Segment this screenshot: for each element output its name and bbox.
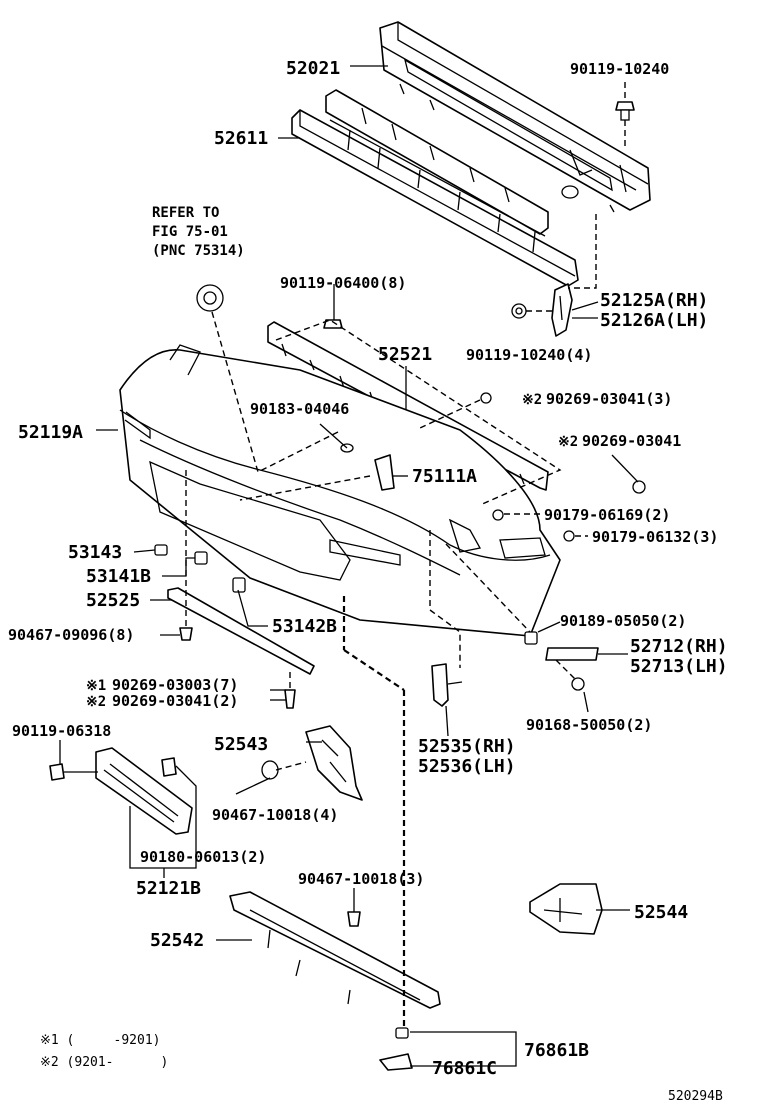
label-52126a: 52126A(LH) [600, 310, 708, 331]
bumper-reinforcement-52021-drawing [379, 21, 651, 213]
label-90269-03041-3: 90269-03041(3) [546, 390, 672, 408]
label-52536: 52536(LH) [418, 756, 516, 777]
clip-90467-09096-drawing [179, 627, 193, 641]
label-52125a: 52125A(RH) [600, 290, 708, 311]
refer-line-1: REFER TO [152, 205, 219, 221]
label-53141b: 53141B [86, 566, 151, 587]
clip-75314-drawing [196, 284, 224, 312]
label-90119-10240-4: 90119-10240(4) [466, 346, 592, 364]
label-90119-06400: 90119-06400(8) [280, 274, 406, 292]
label-52713: 52713(LH) [630, 656, 728, 677]
label-52535: 52535(RH) [418, 736, 516, 757]
label-52021: 52021 [286, 58, 340, 79]
clip-76861b-drawing [395, 1027, 409, 1039]
label-52712: 52712(RH) [630, 636, 728, 657]
figure-id: 520294B [668, 1089, 723, 1104]
label-52521: 52521 [378, 344, 432, 365]
rivet-90269-03003-drawing [284, 689, 296, 709]
spacer-53142b-drawing [232, 577, 246, 593]
label-90269-03041-2: 90269-03041(2) [112, 692, 238, 710]
label-90179-06169: 90179-06169(2) [544, 506, 670, 524]
label-52543: 52543 [214, 734, 268, 755]
label-76861c: 76861C [432, 1058, 497, 1079]
strip-52525-drawing [167, 587, 315, 675]
clip-90189-05050-drawing [524, 631, 538, 645]
footnote-1: ※1 ( -9201) [40, 1033, 160, 1048]
label-90269-03041: 90269-03041 [582, 432, 681, 450]
bracket-52535-drawing [431, 663, 463, 707]
mark-2-b: ※2 [558, 434, 578, 450]
energy-absorber-52611-drawing [291, 89, 579, 287]
label-53143: 53143 [68, 542, 122, 563]
label-90179-06132: 90179-06132(3) [592, 528, 718, 546]
label-52611: 52611 [214, 128, 268, 149]
footnote-2: ※2 (9201- ) [40, 1055, 168, 1070]
label-76861b: 76861B [524, 1040, 589, 1061]
bracket-52543-drawing [305, 725, 363, 801]
label-90168-50050: 90168-50050(2) [526, 716, 652, 734]
label-90119-06318: 90119-06318 [12, 722, 111, 740]
clip-90467-10018-4-drawing [261, 760, 279, 780]
refer-line-3: (PNC 75314) [152, 243, 245, 259]
label-90467-10018-4: 90467-10018(4) [212, 806, 338, 824]
spacer-53141b-drawing [194, 551, 208, 565]
label-52121b: 52121B [136, 878, 201, 899]
label-90119-10240: 90119-10240 [570, 60, 669, 78]
rivet-90269-03041-drawing [632, 480, 646, 494]
part-labels: 52021 52611 90119-10240 52125A(RH) 52126… [8, 58, 728, 1104]
mark-1-a: ※1 [86, 678, 106, 694]
label-75111a: 75111A [412, 466, 477, 487]
bolt-90119-10240-drawing [615, 101, 635, 121]
label-53142b: 53142B [272, 616, 337, 637]
label-90183-04046: 90183-04046 [250, 400, 349, 418]
clip-90179-06132-drawing [563, 530, 575, 542]
bracket-52544-drawing [529, 883, 603, 935]
label-52525: 52525 [86, 590, 140, 611]
bolt-90119-10240-4-drawing [511, 303, 527, 319]
clip-90179-06169-drawing [492, 509, 504, 521]
label-90180-06013: 90180-06013(2) [140, 848, 266, 866]
mark-2-a: ※2 [522, 392, 542, 408]
emblem-75111a-drawing [374, 454, 395, 491]
label-52544: 52544 [634, 902, 688, 923]
bolt-90119-06318-drawing [49, 763, 65, 781]
label-52119a: 52119A [18, 422, 83, 443]
clip-76861c-drawing [379, 1053, 413, 1071]
license-bracket-52121b-drawing [95, 747, 193, 835]
label-90269-03003: 90269-03003(7) [112, 676, 238, 694]
clip-90467-10018-3-drawing [347, 911, 361, 927]
label-90467-10018-3: 90467-10018(3) [298, 870, 424, 888]
mark-2-c: ※2 [86, 694, 106, 710]
label-90189-05050: 90189-05050(2) [560, 612, 686, 630]
label-52542: 52542 [150, 930, 204, 951]
bracket-52712-drawing [545, 647, 599, 661]
screw-90168-50050-drawing [571, 677, 585, 691]
refer-line-2: FIG 75-01 [152, 224, 228, 240]
label-90467-09096: 90467-09096(8) [8, 626, 134, 644]
spacer-53143-drawing [154, 544, 168, 556]
bumper-cover-52119a-drawing [119, 344, 561, 637]
rivet-90269-03041-3-drawing [480, 392, 492, 404]
bracket-52125a-drawing [551, 283, 573, 337]
leader-lines [59, 65, 639, 1067]
under-cover-52542-drawing [229, 891, 441, 1009]
